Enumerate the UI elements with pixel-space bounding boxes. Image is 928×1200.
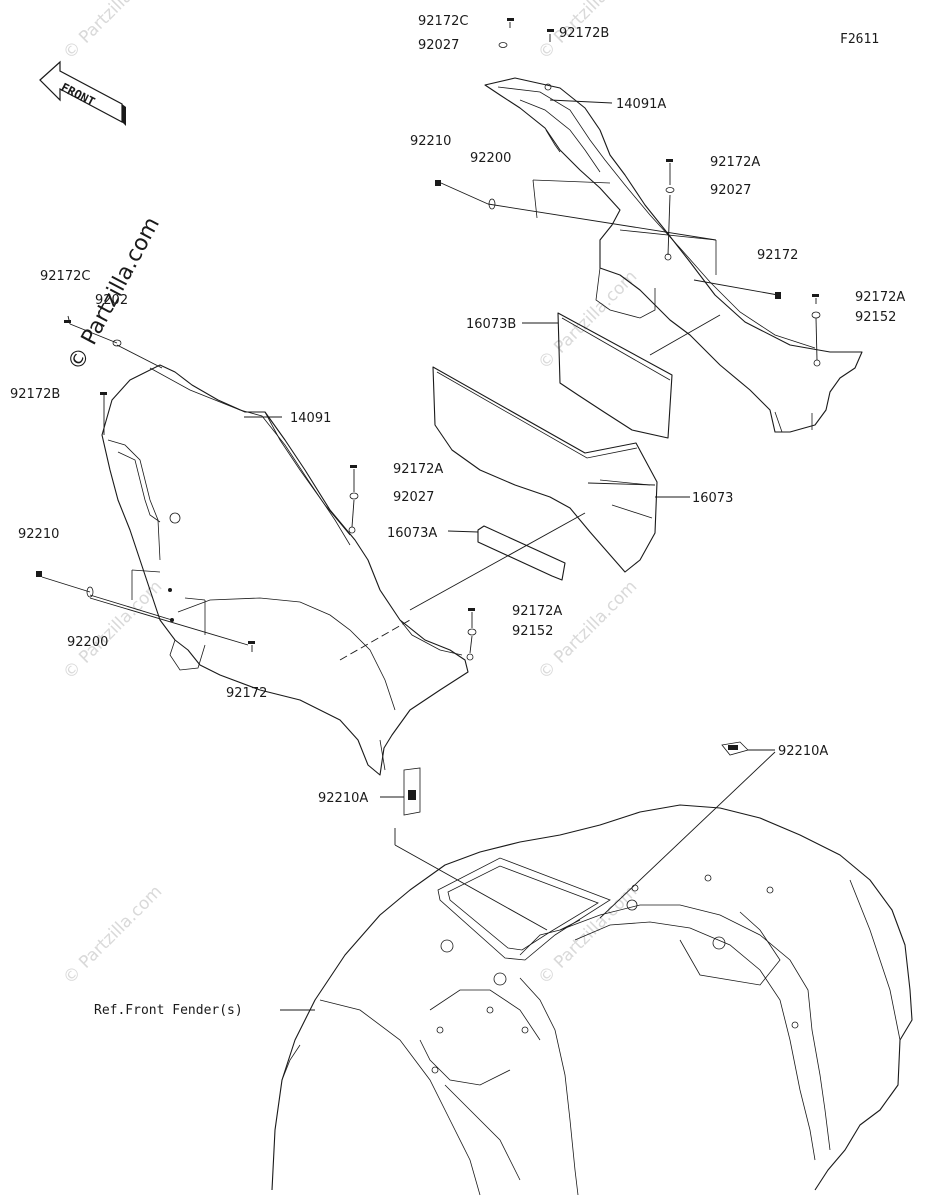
washer-icon (498, 42, 508, 48)
label-92210: 92210 (18, 527, 59, 542)
washer-icon (112, 339, 122, 347)
label-92200: 92200 (470, 151, 511, 166)
bolt-icon (435, 180, 441, 186)
hardware (36, 18, 821, 816)
panel-16073 (432, 366, 658, 573)
watermark: © Partzilla.com (59, 882, 166, 989)
label-14091: 14091 (290, 411, 331, 426)
screw-icon (350, 465, 357, 476)
watermark: © Partzilla.com (534, 882, 641, 989)
washer-icon (811, 311, 821, 319)
label-92027: 92027 (418, 38, 459, 53)
label-92210A: 92210A (778, 744, 828, 759)
clip-icon (721, 741, 749, 756)
cover-14091 (101, 364, 474, 776)
label-92172C: 92172C (40, 269, 90, 284)
screw-icon (100, 392, 107, 402)
screw-icon (64, 315, 71, 325)
label-92210A: 92210A (318, 791, 368, 806)
label-92172B: 92172B (10, 387, 60, 402)
label-92172A: 92172A (512, 604, 562, 619)
washer-icon (349, 492, 359, 500)
panel-16073B (557, 312, 673, 439)
front-fender (271, 804, 913, 1196)
label-16073B: 16073B (466, 317, 516, 332)
label-92152: 92152 (855, 310, 896, 325)
screw-icon (468, 608, 475, 619)
watermark: © Partzilla.com (59, 0, 166, 64)
screw-icon (812, 294, 819, 304)
label-92200: 92200 (67, 635, 108, 650)
washer-icon (86, 586, 94, 598)
screw-icon (775, 292, 781, 299)
washer-icon (467, 628, 477, 636)
panel-16073A (477, 525, 566, 581)
front-arrow-icon: FRONT (39, 60, 126, 126)
bolt-icon (36, 571, 42, 577)
label-92027: 9202 (95, 293, 128, 308)
label-92172A: 92172A (710, 155, 760, 170)
cover-14091A (484, 77, 863, 433)
label-92172B: 92172B (559, 26, 609, 41)
screw-icon (547, 29, 554, 42)
label-92172: 92172 (757, 248, 798, 263)
label-92027: 92027 (393, 490, 434, 505)
leader-lines (41, 99, 818, 1011)
label-92172A: 92172A (855, 290, 905, 305)
screw-icon (507, 18, 514, 28)
label-16073A: 16073A (387, 526, 437, 541)
washer-icon (665, 187, 675, 193)
label-92172C: 92172C (418, 14, 468, 29)
label-92172: 92172 (226, 686, 267, 701)
label-92210: 92210 (410, 134, 451, 149)
callout-labels: 92172C 92172B 92027 14091A 92210 92200 9… (10, 14, 905, 1018)
clip-icon (403, 767, 421, 816)
label-16073: 16073 (692, 491, 733, 506)
label-92152: 92152 (512, 624, 553, 639)
watermark: © Partzilla.com (534, 267, 641, 374)
ref-front-fender-label: Ref.Front Fender(s) (94, 1003, 243, 1018)
screw-icon (666, 159, 673, 170)
screw-icon (248, 641, 255, 652)
figure-code: F2611 (840, 32, 879, 47)
label-92172A: 92172A (393, 462, 443, 477)
label-92027: 92027 (710, 183, 751, 198)
watermark: © Partzilla.com (59, 577, 166, 684)
label-14091A: 14091A (616, 97, 666, 112)
